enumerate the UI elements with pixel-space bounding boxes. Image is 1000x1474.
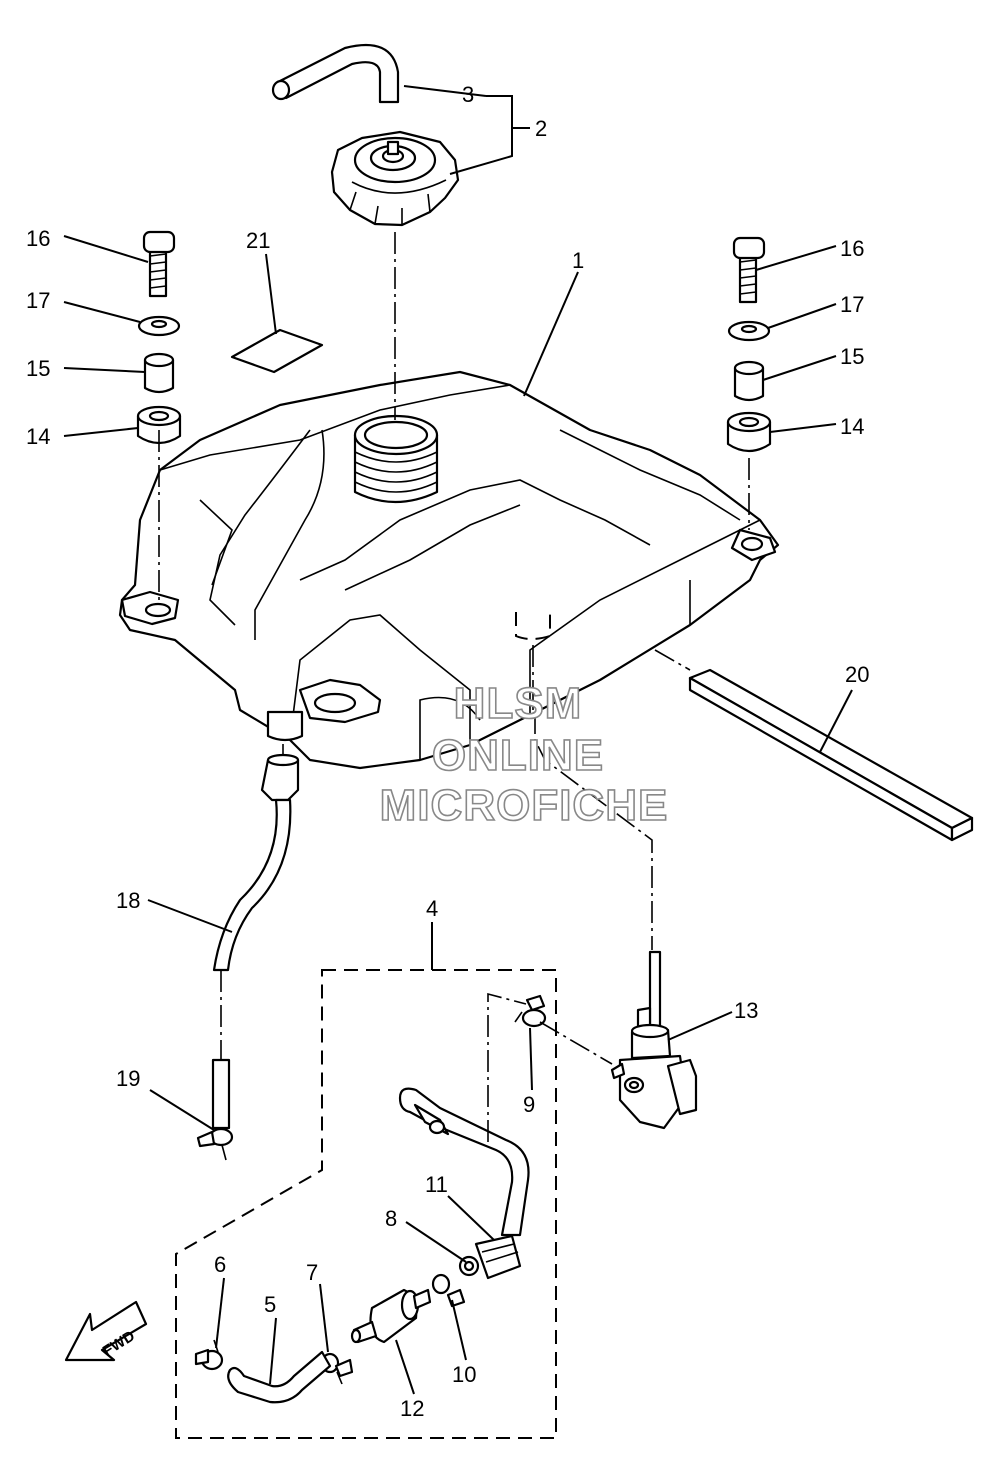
filter-assembly-boundary	[175, 969, 557, 1439]
fuel-cock	[610, 950, 698, 1130]
callout-labels: 3 2 16 21 17 15 14 16 1 17 15 14 20 18 4…	[26, 82, 869, 1421]
left-mount-stack	[136, 230, 182, 445]
callout-13: 13	[734, 998, 758, 1023]
right-mount-stack	[726, 236, 772, 453]
hose-end	[458, 1234, 522, 1280]
callout-12: 12	[400, 1396, 424, 1421]
hose-clip	[196, 1127, 234, 1161]
fuel-tank	[118, 370, 780, 770]
callout-16-left: 16	[26, 226, 50, 251]
callout-17-left: 17	[26, 288, 50, 313]
leader-lines	[63, 85, 853, 1395]
filter-clip-right	[431, 1273, 466, 1308]
callout-4: 4	[426, 896, 438, 921]
breather-hose	[271, 43, 400, 104]
callout-18: 18	[116, 888, 140, 913]
callout-10: 10	[452, 1362, 476, 1387]
callout-17-right: 17	[840, 292, 864, 317]
callout-11: 11	[425, 1172, 448, 1197]
watermark: HLSM ONLINE MICROFICHE	[379, 678, 669, 831]
fwd-arrow-icon: FWD	[64, 1300, 148, 1362]
label-sticker	[230, 328, 324, 374]
callout-8: 8	[385, 1206, 397, 1231]
assembly-lines	[158, 232, 750, 1142]
callout-3: 3	[462, 82, 474, 107]
callout-14-left: 14	[26, 424, 50, 449]
callout-7: 7	[306, 1260, 318, 1285]
short-hose	[227, 1350, 332, 1404]
short-hose-clip	[194, 1339, 224, 1371]
callout-5: 5	[264, 1292, 276, 1317]
fuel-hose	[211, 753, 300, 1130]
watermark-line-2: ONLINE	[432, 731, 604, 780]
callout-14-right: 14	[840, 414, 864, 439]
filter-hose	[398, 1087, 530, 1237]
callout-2: 2	[535, 116, 547, 141]
fuel-cap	[330, 130, 460, 227]
callout-15-left: 15	[26, 356, 50, 381]
callout-6: 6	[214, 1252, 226, 1277]
callout-1: 1	[572, 248, 584, 273]
fuel-filter	[350, 1288, 432, 1344]
damper-strip	[688, 668, 974, 842]
watermark-line-3: MICROFICHE	[380, 781, 669, 830]
callout-21: 21	[246, 228, 270, 253]
callout-9: 9	[523, 1092, 535, 1117]
callout-15-right: 15	[840, 344, 864, 369]
cock-hose-clip	[514, 994, 547, 1028]
callout-19: 19	[116, 1066, 140, 1091]
callout-16-right: 16	[840, 236, 864, 261]
watermark-line-1: HLSM	[454, 679, 583, 728]
callout-20: 20	[845, 662, 869, 687]
